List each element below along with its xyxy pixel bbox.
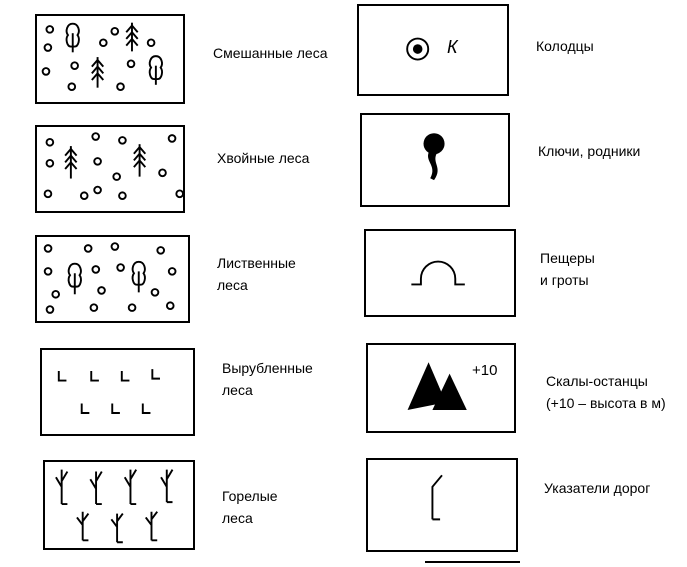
rocks-pattern — [407, 362, 467, 410]
springs-pattern — [423, 133, 445, 181]
rock-height-mark: +10 — [472, 362, 498, 379]
caves-symbol — [364, 229, 516, 317]
deciduous-tree-icon — [131, 260, 146, 293]
spring-symbol-icon — [423, 133, 445, 181]
rock-symbol-icon — [407, 362, 467, 410]
coniferous-forest-label: Хвойные леса — [217, 150, 310, 166]
circle-icon — [41, 25, 156, 92]
signpost-symbol-icon — [431, 474, 443, 521]
circle-icon — [43, 132, 183, 201]
coniferous-forest-symbol — [35, 125, 185, 213]
wells-symbol: К — [357, 4, 509, 96]
springs-label: Ключи, родники — [538, 143, 641, 159]
burnt-tree-icon — [55, 469, 174, 544]
burnt-forest-symbol — [43, 460, 195, 550]
road-signs-symbol — [366, 458, 518, 552]
circle-icon — [43, 242, 177, 314]
rocks-symbol: +10 — [366, 343, 516, 433]
road-signs-label: Указатели дорог — [544, 480, 651, 496]
burnt-forest-label: Горелые леса — [222, 488, 278, 526]
coniferous-forest-pattern — [43, 132, 183, 201]
well-symbol-icon — [406, 37, 430, 61]
mixed-forest-label: Смешанные леса — [213, 45, 328, 61]
felled-forest-label: Вырубленные леса — [222, 360, 313, 398]
cave-symbol-icon — [411, 260, 465, 286]
conifer-tree-icon — [133, 144, 147, 177]
felled-stump-icon — [57, 369, 160, 414]
deciduous-forest-label: Лиственные леса — [217, 255, 296, 293]
conifer-tree-icon — [125, 22, 139, 52]
felled-forest-pattern — [57, 369, 160, 414]
burnt-forest-pattern — [55, 469, 174, 544]
conifer-tree-icon — [91, 57, 105, 88]
caves-pattern — [411, 260, 465, 286]
well-mark-letter: К — [447, 37, 458, 57]
felled-forest-symbol — [40, 348, 195, 436]
deciduous-tree-icon — [67, 262, 82, 295]
deciduous-tree-icon — [65, 22, 80, 53]
mixed-forest-symbol — [35, 14, 185, 104]
mixed-forest-pattern — [41, 22, 163, 92]
wells-label: Колодцы — [536, 38, 594, 54]
conifer-tree-icon — [64, 146, 78, 179]
springs-symbol — [360, 113, 510, 207]
deciduous-forest-symbol — [35, 235, 190, 323]
next-symbol-box-edge — [425, 561, 520, 567]
wells-pattern — [406, 37, 430, 61]
road-signs-pattern — [431, 474, 443, 521]
caves-label: Пещеры и гроты — [540, 250, 595, 288]
deciduous-tree-icon — [148, 55, 163, 85]
rocks-label: Скалы-останцы (+10 – высота в м) — [546, 373, 666, 411]
deciduous-forest-pattern — [43, 242, 177, 314]
